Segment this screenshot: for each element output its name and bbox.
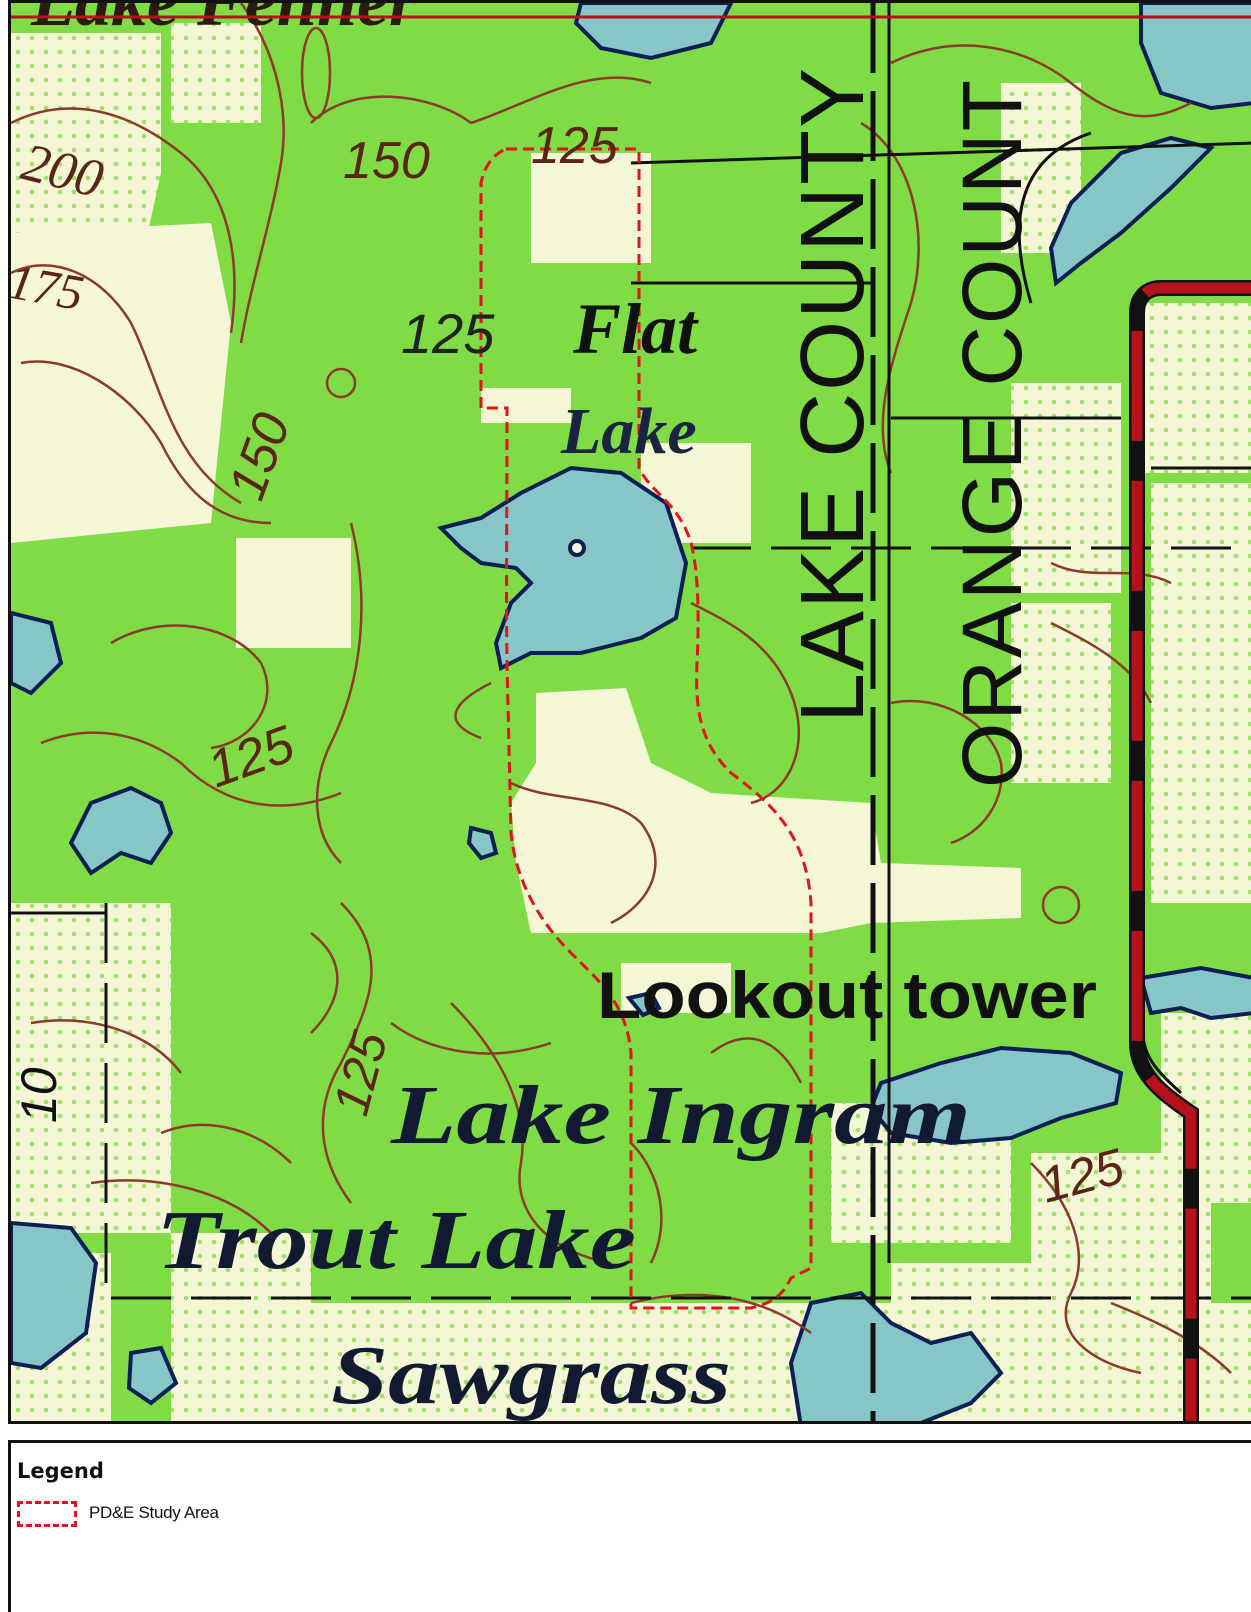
water-bodies (11, 3, 1251, 1421)
sawgrass-label: Sawgrass (331, 1329, 731, 1422)
lake-ingram-label: Lake Ingram (390, 1069, 971, 1162)
northeast-lake-water (1139, 3, 1251, 111)
place-labels: Lake Fenner Flat Lake LAKE COUNTY ORANGE… (30, 3, 1097, 1422)
southwest-pond-water (126, 1345, 179, 1406)
legend-item-label: PD&E Study Area (89, 1503, 219, 1522)
contour-label-10: 10 (11, 1067, 67, 1123)
cleared-areas (11, 23, 1251, 1421)
lake-fenner-label: Lake Fenner (30, 3, 418, 41)
flat-lake-water (437, 465, 689, 671)
east-small-lake-water (1138, 965, 1251, 1021)
topographic-map[interactable]: 200 175 150 125 125 150 125 125 125 10 L… (8, 0, 1251, 1424)
contour-label-125: 125 (531, 117, 619, 175)
highway-road (1129, 280, 1251, 1421)
tower-pond-water (625, 990, 662, 1018)
contour-lines (11, 3, 1232, 1375)
legend-title: Legend (17, 1459, 104, 1483)
legend-panel: Legend PD&E Study Area (8, 1440, 1251, 1612)
west-pond-water (11, 610, 64, 696)
contour-label-125: 125 (401, 302, 495, 365)
contour-label-175: 175 (11, 253, 88, 321)
contour-label-150: 150 (343, 132, 430, 190)
boundary-lines (11, 3, 1251, 1421)
orange-county-label: ORANGE COUNT (945, 78, 1039, 788)
sawgrass-lake-water (788, 1290, 1004, 1421)
trout-lake-label: Trout Lake (156, 1194, 636, 1287)
flat-label: Flat (572, 289, 699, 369)
study-area-swatch (17, 1501, 77, 1527)
west-marsh-water (68, 785, 174, 876)
trout-lake-water (11, 1220, 99, 1371)
lookout-tower-label: Lookout tower (597, 958, 1097, 1032)
small-pond-water (466, 825, 499, 861)
lake-county-label: LAKE COUNTY (783, 66, 883, 723)
lake-label: Lake (560, 395, 697, 468)
pde-study-area-outline[interactable] (479, 147, 813, 1310)
